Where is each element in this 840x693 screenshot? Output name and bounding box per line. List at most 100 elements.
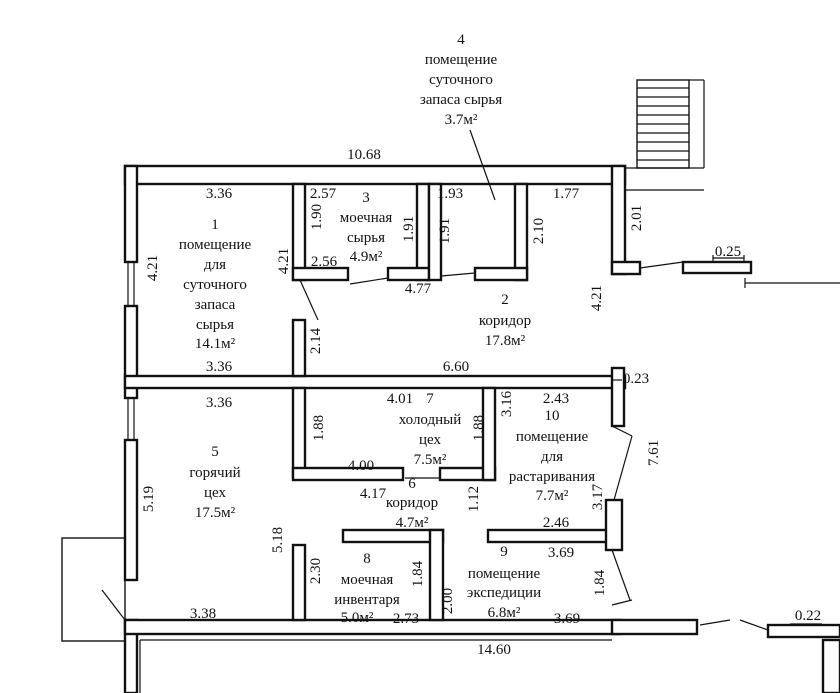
room-labels: 4 помещение суточного запаса сырья 3.7м²… xyxy=(179,32,595,626)
dim-4-17: 4.17 xyxy=(360,486,387,502)
dim-2-57: 2.57 xyxy=(310,186,337,202)
dim-bottom-total: 14.60 xyxy=(477,642,511,658)
room-4-area: 3.7м² xyxy=(445,112,478,128)
room-7-name-2: цех xyxy=(419,432,441,448)
right-fragments xyxy=(639,260,840,693)
dim-1-91-b: 1.91 xyxy=(437,218,453,244)
room-7-name-1: холодный xyxy=(399,412,462,428)
room-1-name-4: запаса xyxy=(195,297,236,313)
room-2-number: 2 xyxy=(501,292,509,308)
wall-left-lower xyxy=(123,438,139,582)
room-10-number: 10 xyxy=(545,408,560,424)
wall-room1-right xyxy=(291,182,307,282)
dim-3-69-a: 3.69 xyxy=(548,545,574,561)
dim-1-93: 1.93 xyxy=(437,186,463,202)
dim-2-10: 2.10 xyxy=(531,218,547,244)
room-7-area: 7.5м² xyxy=(414,452,447,468)
room-8-number: 8 xyxy=(363,551,371,567)
dim-4-21-left: 4.21 xyxy=(145,255,161,281)
dim-4-21-right: 4.21 xyxy=(589,285,605,311)
dim-1-88-a: 1.88 xyxy=(311,415,327,441)
dim-3-38: 3.38 xyxy=(190,606,216,622)
room-4-name-1: помещение xyxy=(425,52,498,68)
dim-2-56: 2.56 xyxy=(311,254,338,270)
dim-0-23: 0.23 xyxy=(623,371,649,387)
dim-3-36-mid: 3.36 xyxy=(206,359,233,375)
dim-3-17: 3.17 xyxy=(590,483,606,510)
room-9-name-2: экспедиции xyxy=(467,585,541,601)
room-2-name-1: коридор xyxy=(479,313,531,329)
room-4-name-3: запаса сырья xyxy=(420,92,502,108)
room-10-name-3: растаривания xyxy=(509,469,595,485)
interior-walls-upper xyxy=(123,182,627,428)
room-10-name-2: для xyxy=(541,449,563,465)
dim-2-43: 2.43 xyxy=(543,391,569,407)
room-10-area: 7.7м² xyxy=(536,488,569,504)
dim-1-77: 1.77 xyxy=(553,186,580,202)
dimensions-vertical: 4.21 4.21 1.90 1.91 1.91 2.10 2.01 4.21 … xyxy=(141,204,662,614)
room-2-area: 17.8м² xyxy=(485,333,526,349)
room-8-name-1: моечная xyxy=(341,572,394,588)
room-5-name-2: цех xyxy=(204,485,226,501)
exterior-walls xyxy=(123,164,840,693)
dim-4-01: 4.01 xyxy=(387,391,413,407)
dim-3-36-low: 3.36 xyxy=(206,395,233,411)
room-8-name-2: инвентаря xyxy=(334,592,400,608)
room-3-number: 3 xyxy=(362,190,370,206)
room-3-name-2: сырья xyxy=(347,230,385,246)
dim-0-22: 0.22 xyxy=(795,608,821,624)
dim-2-14: 2.14 xyxy=(308,327,324,354)
room-4-number: 4 xyxy=(457,32,465,48)
wall-bottom-far-right xyxy=(766,623,840,639)
wall-room5-right xyxy=(291,386,307,478)
room-3-name-1: моечная xyxy=(340,210,393,226)
room-7-number: 7 xyxy=(426,391,434,407)
dim-5-18: 5.18 xyxy=(270,527,286,553)
room-6-number: 6 xyxy=(408,476,416,492)
left-annex xyxy=(61,537,126,642)
dim-1-91-a: 1.91 xyxy=(401,216,417,242)
wall-right-upper xyxy=(610,164,627,276)
room-1-name-1: помещение xyxy=(179,237,252,253)
dim-1-12: 1.12 xyxy=(466,486,482,512)
wall-room3-right xyxy=(415,182,431,282)
wall-left-upper xyxy=(123,164,139,264)
dim-4-77: 4.77 xyxy=(405,281,432,297)
room-9-name-1: помещение xyxy=(468,566,541,582)
room-1-name-2: для xyxy=(204,257,226,273)
room-1-area: 14.1м² xyxy=(195,336,236,352)
room-1-name-3: суточного xyxy=(183,277,247,293)
room-5-number: 5 xyxy=(211,444,219,460)
dim-3-36-top: 3.36 xyxy=(206,186,233,202)
dim-4-00: 4.00 xyxy=(348,458,374,474)
room-3-area: 4.9м² xyxy=(350,249,383,265)
dimensions-horizontal: 10.68 3.36 2.57 1.93 1.77 0.25 2.56 4.77… xyxy=(190,147,821,658)
room-4-name-2: суточного xyxy=(429,72,493,88)
wall-right-stub xyxy=(610,260,642,276)
dim-3-69-b: 3.69 xyxy=(554,611,580,627)
wall-top xyxy=(123,164,627,186)
room-5-name-1: горячий xyxy=(189,465,240,481)
dim-overall-width: 10.68 xyxy=(347,147,381,163)
wall-mid-horizontal xyxy=(123,374,627,390)
wall-bottom-right xyxy=(610,618,699,636)
room-6-area: 4.7м² xyxy=(396,515,429,531)
dim-2-00: 2.00 xyxy=(440,588,456,614)
dim-1-84-b: 1.84 xyxy=(592,569,608,596)
dim-2-46: 2.46 xyxy=(543,515,570,531)
interior-walls-lower xyxy=(291,386,633,622)
dim-0-25: 0.25 xyxy=(715,244,741,260)
dim-2-73: 2.73 xyxy=(393,611,419,627)
room-1-name-5: сырья xyxy=(196,317,234,333)
room-8-area: 5.0м² xyxy=(341,610,374,626)
room-1-number: 1 xyxy=(211,217,219,233)
dim-1-90: 1.90 xyxy=(309,204,325,230)
stairs xyxy=(625,79,705,191)
room-10-name-1: помещение xyxy=(516,429,589,445)
room-9-number: 9 xyxy=(500,544,508,560)
dim-7-61: 7.61 xyxy=(646,440,662,466)
dim-2-30: 2.30 xyxy=(308,558,324,584)
room-6-name-1: коридор xyxy=(386,495,438,511)
room-9-area: 6.8м² xyxy=(488,605,521,621)
